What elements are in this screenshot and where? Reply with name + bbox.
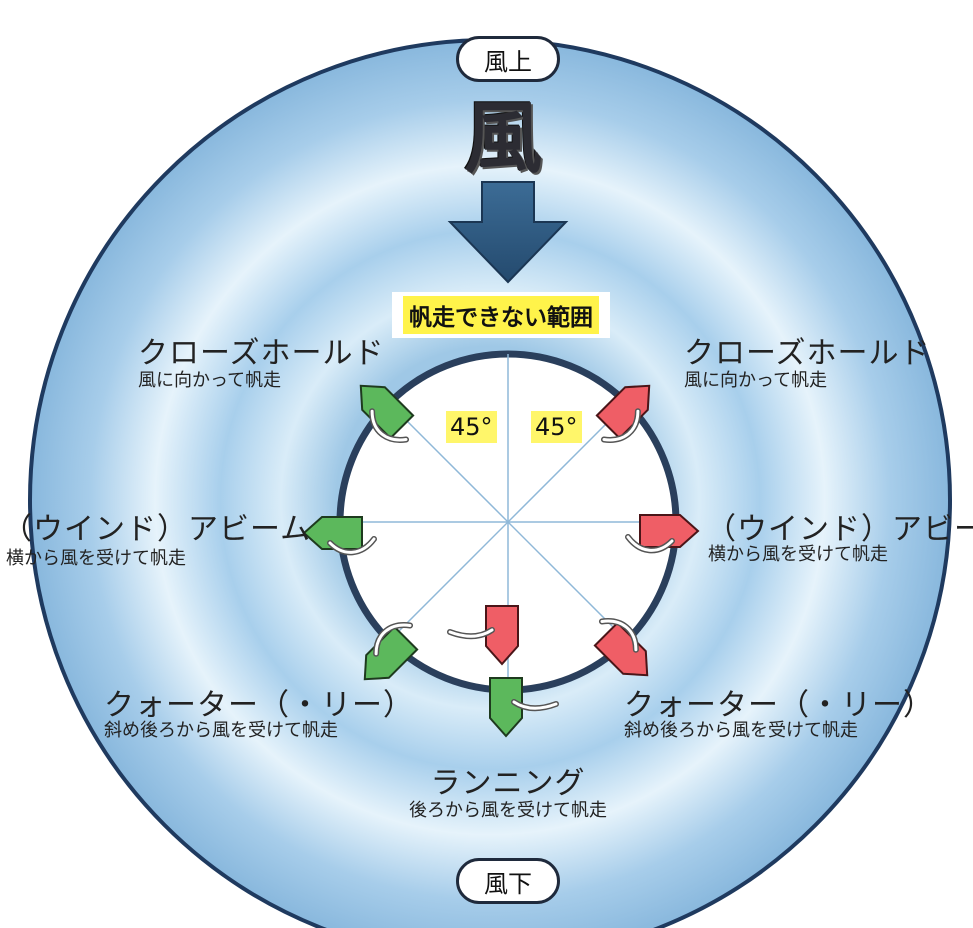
boat-running-starboard <box>447 605 519 666</box>
windward-label: 風上 <box>456 36 560 82</box>
wind-label: 風 <box>464 94 543 184</box>
no-go-zone-label: 帆走できない範囲 <box>392 292 610 338</box>
quarter-right-title: クォーター（・リー） <box>624 688 934 723</box>
leeward-label: 風下 <box>456 858 560 904</box>
boat-quarter-right <box>593 618 649 677</box>
beam-right-desc: 横から風を受けて帆走 <box>708 544 888 565</box>
quarter-right-desc: 斜め後ろから風を受けて帆走 <box>624 720 858 741</box>
boat-close-hauled-right <box>595 384 651 443</box>
no-go-zone-text: 帆走できない範囲 <box>403 296 599 334</box>
beam-left-desc: 横から風を受けて帆走 <box>6 548 186 569</box>
close-hauled-left-desc: 風に向かって帆走 <box>138 370 282 391</box>
running-desc: 後ろから風を受けて帆走 <box>409 800 607 821</box>
boat-beam-right <box>625 514 700 554</box>
boat-running-port <box>489 677 559 738</box>
beam-left-title: （ウインド）アビーム <box>2 512 312 547</box>
angle-left: 45° <box>446 411 497 443</box>
boat-beam-left <box>302 516 377 556</box>
boat-quarter-left <box>363 622 419 681</box>
running-title: ランニング <box>430 766 586 801</box>
wind-arrow <box>447 181 569 284</box>
angle-right: 45° <box>531 411 582 443</box>
close-hauled-right-desc: 風に向かって帆走 <box>684 370 828 391</box>
beam-right-title: （ウインド）アビーム <box>706 512 973 547</box>
quarter-left-title: クォーター（・リー） <box>104 688 414 723</box>
close-hauled-left-title: クローズホールド <box>138 336 385 371</box>
boat-close-hauled-left <box>359 384 415 443</box>
close-hauled-right-title: クローズホールド <box>684 336 931 371</box>
quarter-left-desc: 斜め後ろから風を受けて帆走 <box>104 720 338 741</box>
